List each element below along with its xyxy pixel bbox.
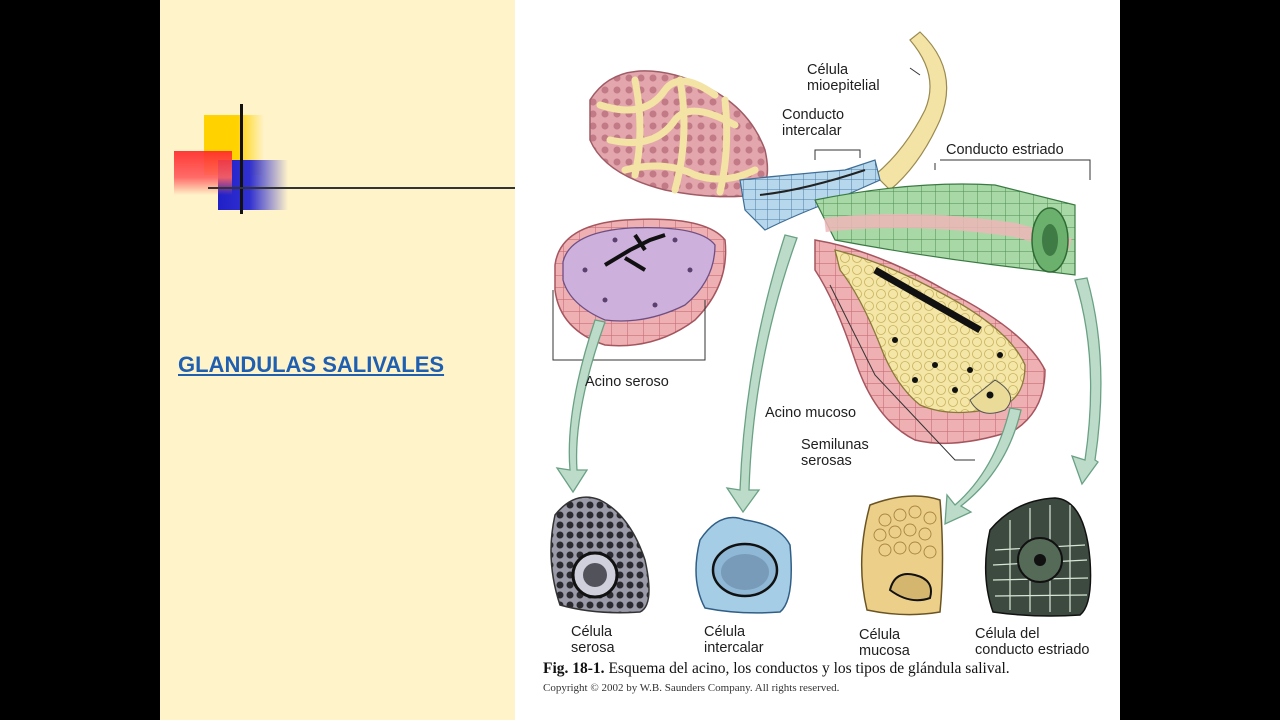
label-conducto-estriado: Conducto estriado: [946, 142, 1064, 158]
label-brackets: [552, 67, 1091, 461]
label-celula-conducto-estriado: Célula del conducto estriado: [975, 626, 1090, 658]
pointer-arrows: [555, 234, 1102, 526]
label-semilunas-serosas: Semilunas serosas: [801, 437, 869, 469]
intercalar-duct: [739, 159, 881, 231]
label-celula-serosa: Célula serosa: [571, 624, 615, 656]
salivary-gland-diagram: [550, 31, 1102, 617]
serous-acinus: [554, 218, 727, 347]
label-celula-mioepitelial: Célula mioepitelial: [807, 62, 880, 94]
label-acino-seroso: Acino seroso: [585, 374, 669, 390]
decor-vertical-line: [240, 104, 243, 214]
slide-title-link[interactable]: GLANDULAS SALIVALES: [178, 352, 445, 377]
decor-horizontal-line: [208, 187, 515, 189]
cell-intercalar: [695, 516, 792, 614]
copyright-notice: Copyright © 2002 by W.B. Saunders Compan…: [543, 682, 840, 694]
left-panel: GLANDULAS SALIVALES: [160, 0, 515, 720]
label-acino-mucoso: Acino mucoso: [765, 405, 857, 421]
myoepithelial-acinus: [589, 70, 769, 198]
myoepithelial-duct: [874, 31, 948, 191]
cell-serosa: [550, 496, 650, 614]
caption-text: Esquema del acino, los conductos y los t…: [604, 660, 1010, 677]
cell-mucosa: [860, 495, 944, 616]
caption-number: Fig. 18-1.: [543, 660, 605, 677]
striated-duct: [814, 183, 1076, 276]
figure-panel: Célula mioepitelial Conducto intercalar …: [515, 0, 1120, 720]
label-celula-intercalar: Célula intercalar: [704, 624, 764, 656]
label-conducto-intercalar: Conducto intercalar: [782, 107, 845, 139]
cell-conducto-estriado: [984, 497, 1092, 617]
slide: GLANDULAS SALIVALES: [160, 0, 1120, 720]
label-celula-mucosa: Célula mucosa: [859, 627, 910, 659]
figure-caption: Fig. 18-1. Esquema del acino, los conduc…: [543, 660, 1010, 678]
